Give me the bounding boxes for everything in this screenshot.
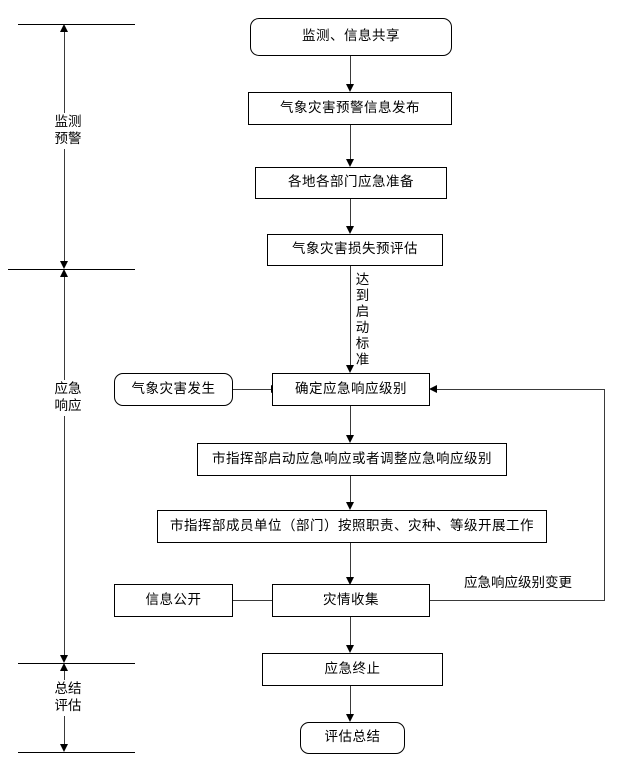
phase-axis-monitor-arrow-top (60, 24, 68, 32)
edge-n4-n5 (350, 265, 351, 365)
phase-divider-mid-1 (8, 269, 135, 270)
node-disaster-occurs[interactable]: 气象灾害发生 (114, 373, 233, 406)
node-assessment-summary[interactable]: 评估总结 (300, 722, 405, 754)
node-warning-release[interactable]: 气象灾害预警信息发布 (248, 92, 452, 125)
node-departments-preparedness[interactable]: 各地各部门应急准备 (255, 167, 447, 199)
node-information-disclosure[interactable]: 信息公开 (114, 584, 233, 617)
node-determine-response-level[interactable]: 确定应急响应级别 (272, 373, 430, 406)
edge-n7-n8 (350, 542, 351, 577)
edge-n6-n7 (350, 475, 351, 502)
edge-label-feedback: 应急响应级别变更 (462, 575, 574, 591)
edge-n2-n3 (350, 124, 351, 159)
node-monitoring-info-sharing[interactable]: 监测、信息共享 (250, 18, 452, 56)
edge-feedback-arrow (429, 385, 437, 393)
phase-axis-summary-arrow-top (60, 663, 68, 671)
phase-axis-monitor-arrow-bottom (60, 261, 68, 269)
edge-label-threshold: 达到启动标准 (355, 272, 370, 368)
edge-n9-n10-arrow (346, 714, 354, 722)
edge-n3-n4 (350, 198, 351, 226)
phase-axis-summary-arrow-bottom (60, 744, 68, 752)
phase-divider-bottom (18, 752, 135, 753)
phase-axis-response-arrow-bottom (60, 655, 68, 663)
node-activate-or-adjust-response[interactable]: 市指挥部启动应急响应或者调整应急响应级别 (197, 443, 507, 476)
edge-feedback-top (437, 389, 605, 390)
edge-n5-n6-arrow (346, 435, 354, 443)
edge-n5-n6 (350, 405, 351, 435)
edge-n2-n3-arrow (346, 159, 354, 167)
phase-axis-response-line (64, 272, 65, 660)
phase-label-summary: 总结评估 (40, 680, 96, 716)
edge-feedback-bottom (429, 600, 605, 601)
edge-n6-n7-arrow (346, 502, 354, 510)
node-emergency-termination[interactable]: 应急终止 (262, 653, 443, 686)
edge-n8-n9 (350, 616, 351, 645)
edge-n1-n2-arrow (346, 84, 354, 92)
phase-divider-top (18, 24, 135, 25)
edge-feedback-right (604, 389, 605, 601)
phase-divider-mid-2 (18, 663, 135, 664)
edge-n3-n4-arrow (346, 226, 354, 234)
edge-n11-n5 (233, 389, 273, 390)
node-disaster-info-collection[interactable]: 灾情收集 (272, 584, 430, 617)
edge-n4-n5-arrow (346, 365, 354, 373)
edge-n9-n10 (350, 685, 351, 714)
edge-n12-n8 (233, 600, 273, 601)
node-loss-pre-assessment[interactable]: 气象灾害损失预评估 (267, 234, 443, 266)
phase-label-monitor: 监测预警 (40, 113, 96, 149)
phase-axis-response-arrow-top (60, 269, 68, 277)
edge-n1-n2 (350, 55, 351, 85)
edge-n8-n9-arrow (346, 645, 354, 653)
edge-n7-n8-arrow (346, 577, 354, 585)
node-member-units-work[interactable]: 市指挥部成员单位（部门）按照职责、灾种、等级开展工作 (157, 510, 547, 543)
phase-label-response: 应急响应 (40, 380, 96, 416)
